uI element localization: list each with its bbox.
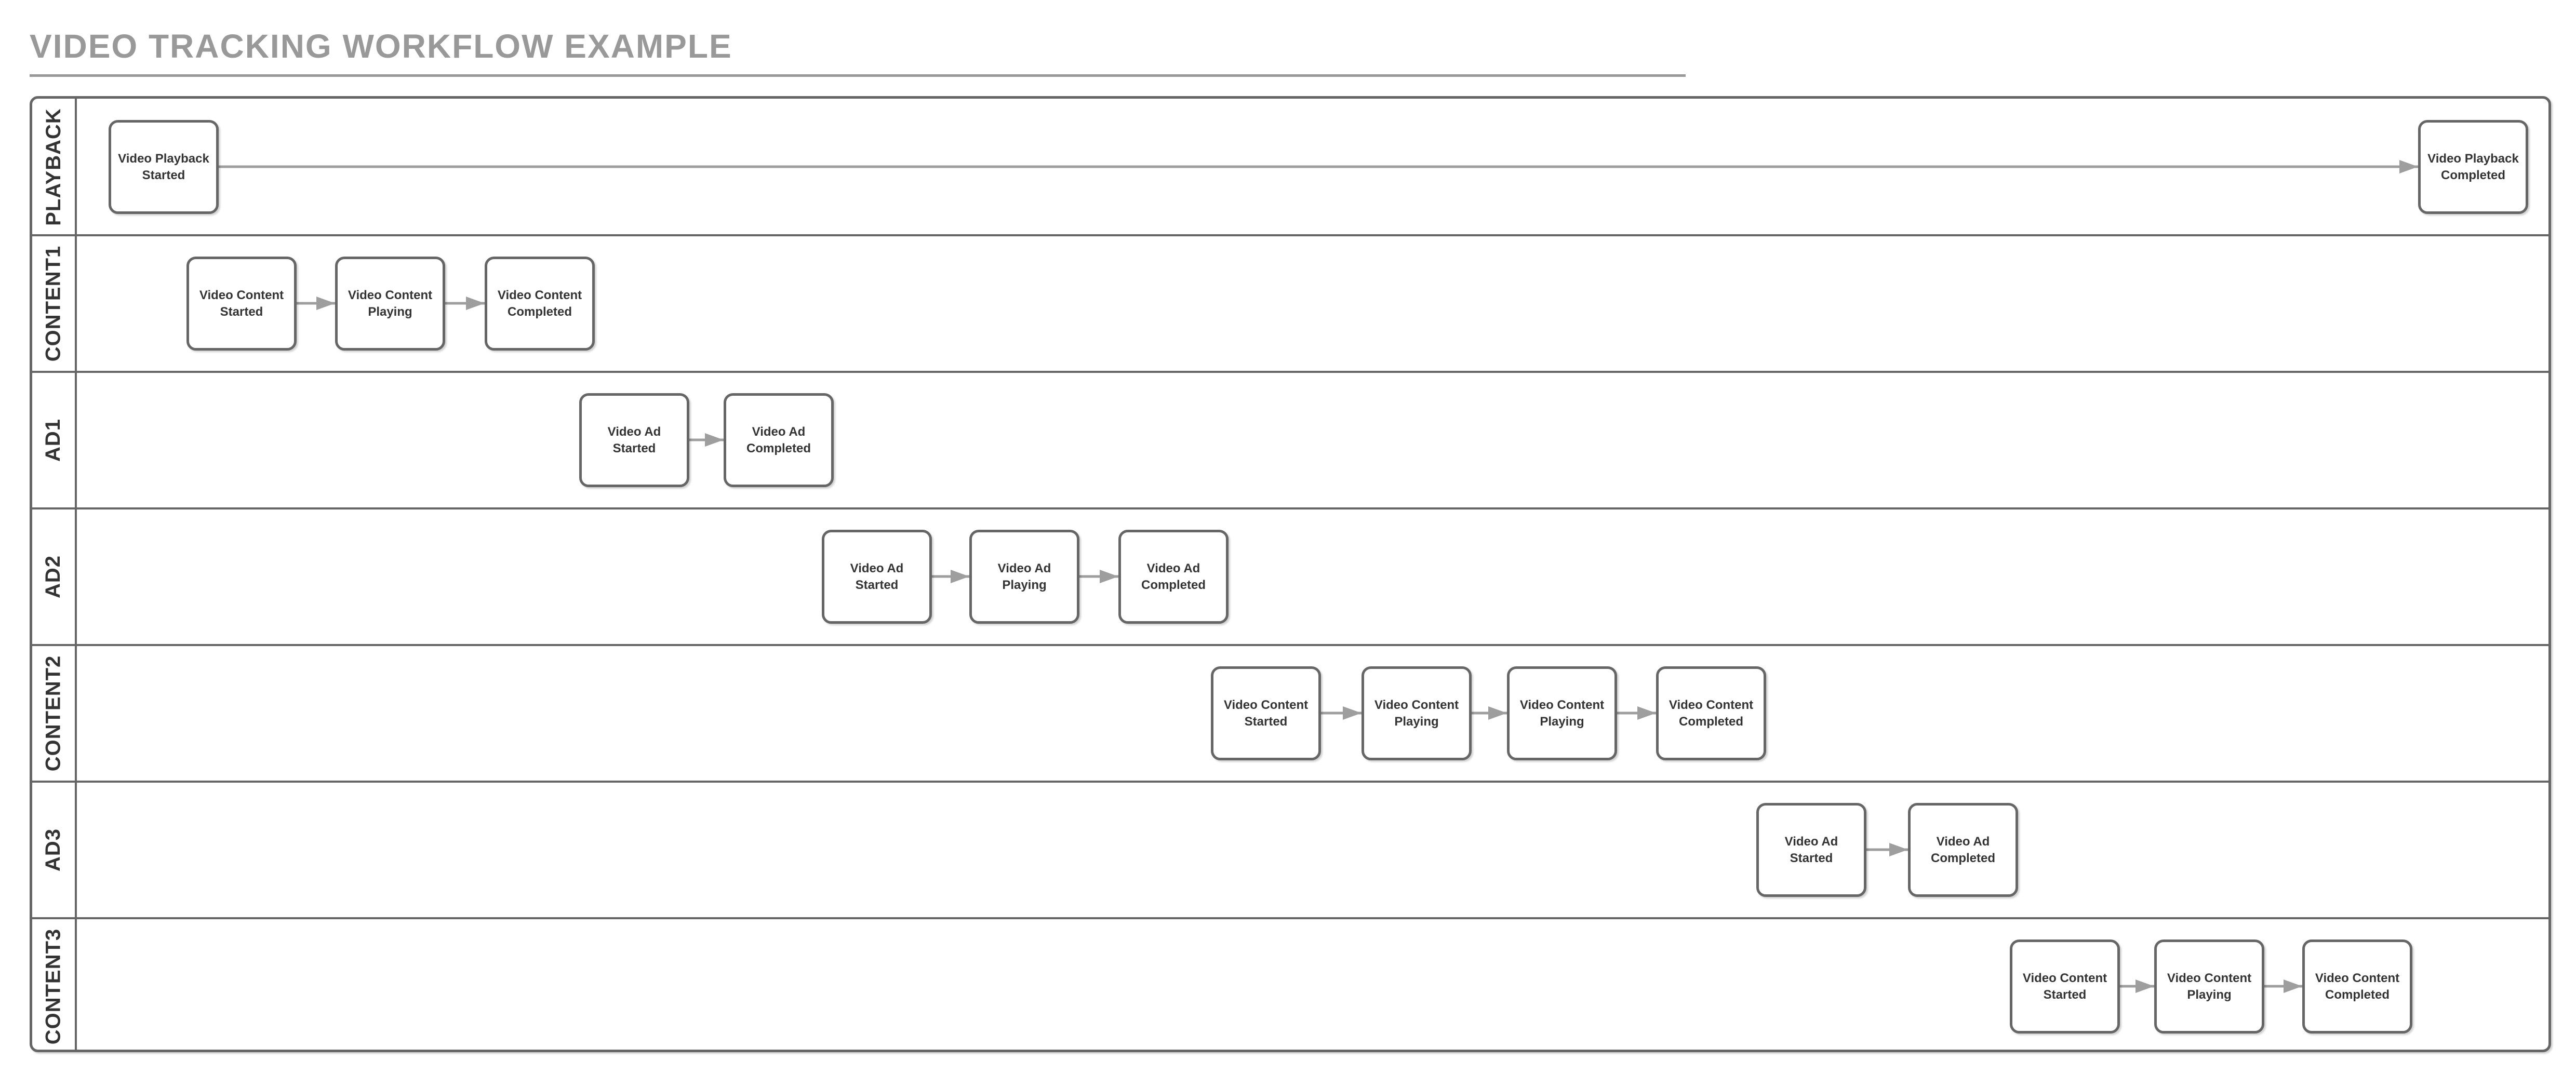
page-title: VIDEO TRACKING WORKFLOW EXAMPLE	[30, 28, 732, 65]
lane-label-text: AD1	[42, 418, 65, 462]
lane-label-content1: CONTENT1	[32, 235, 75, 372]
node-video-content-completed[interactable]: Video Content Completed	[2302, 940, 2412, 1034]
node-video-content-playing[interactable]: Video Content Playing	[1362, 666, 1472, 760]
node-video-ad-playing[interactable]: Video Ad Playing	[969, 530, 1079, 624]
node-video-content-started[interactable]: Video Content Started	[1211, 666, 1321, 760]
lane-divider	[32, 371, 2548, 373]
node-video-playback-completed[interactable]: Video Playback Completed	[2418, 120, 2528, 214]
lane-label-text: CONTENT1	[42, 245, 65, 362]
lane-label-playback: PLAYBACK	[32, 99, 75, 235]
lane-divider	[32, 781, 2548, 783]
node-video-content-playing[interactable]: Video Content Playing	[2154, 940, 2264, 1034]
lane-divider	[32, 234, 2548, 236]
lane-divider	[32, 507, 2548, 509]
lane-label-text: AD2	[42, 555, 65, 599]
label-column-divider	[75, 99, 77, 1050]
lane-label-ad2: AD2	[32, 508, 75, 645]
node-video-content-started[interactable]: Video Content Started	[186, 257, 297, 351]
lane-divider	[32, 917, 2548, 919]
lane-label-content2: CONTENT2	[32, 645, 75, 782]
lane-label-text: CONTENT2	[42, 655, 65, 772]
lane-label-text: AD3	[42, 828, 65, 872]
lane-label-text: CONTENT3	[42, 928, 65, 1045]
node-video-ad-completed[interactable]: Video Ad Completed	[1118, 530, 1229, 624]
lane-label-content3: CONTENT3	[32, 918, 75, 1055]
connector-layer	[219, 160, 2418, 993]
lane-label-ad3: AD3	[32, 782, 75, 918]
node-video-content-completed[interactable]: Video Content Completed	[485, 257, 595, 351]
node-video-content-playing[interactable]: Video Content Playing	[335, 257, 445, 351]
title-underline	[30, 74, 1686, 77]
node-video-ad-completed[interactable]: Video Ad Completed	[724, 393, 834, 487]
node-video-content-started[interactable]: Video Content Started	[2010, 940, 2120, 1034]
lane-label-ad1: AD1	[32, 372, 75, 508]
node-video-content-completed[interactable]: Video Content Completed	[1656, 666, 1766, 760]
lane-divider	[32, 644, 2548, 646]
node-video-ad-started[interactable]: Video Ad Started	[1756, 803, 1866, 897]
node-video-ad-started[interactable]: Video Ad Started	[822, 530, 932, 624]
lane-label-text: PLAYBACK	[42, 108, 65, 226]
swimlane-frame: PLAYBACK CONTENT1 AD1 AD2 CONTENT2 AD3 C…	[30, 96, 2551, 1052]
node-video-ad-completed[interactable]: Video Ad Completed	[1908, 803, 2018, 897]
node-video-ad-started[interactable]: Video Ad Started	[579, 393, 689, 487]
node-video-playback-started[interactable]: Video Playback Started	[109, 120, 219, 214]
node-video-content-playing[interactable]: Video Content Playing	[1507, 666, 1617, 760]
